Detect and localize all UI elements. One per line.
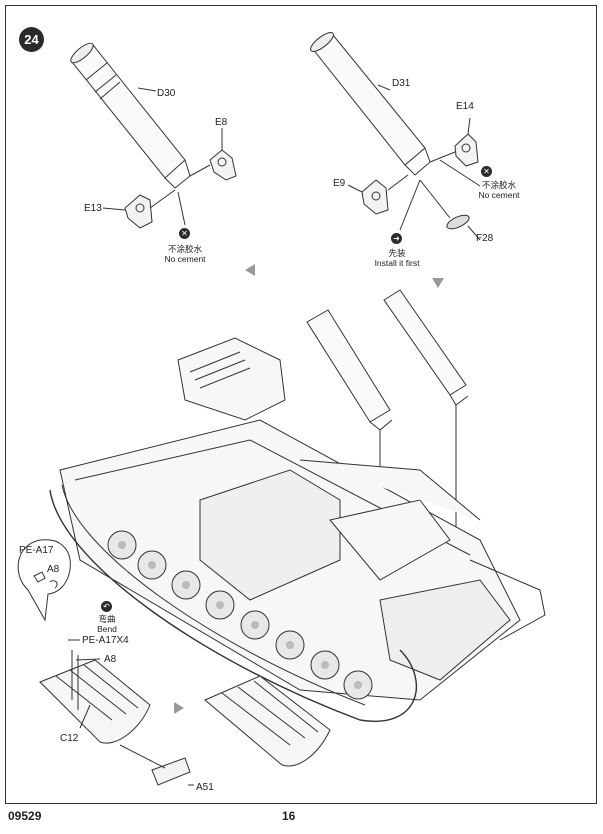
no-cement-en: No cement (478, 190, 520, 200)
tank-hull (59, 337, 521, 701)
label-e8: E8 (215, 117, 228, 128)
tube-d30 (70, 42, 191, 189)
install-first-icon: ➜ (391, 233, 402, 244)
label-e14: E14 (456, 101, 474, 112)
direction-arrow-icon (432, 278, 444, 288)
label-f28: F28 (476, 233, 494, 244)
part-a51 (151, 757, 191, 786)
bend-en: Bend (97, 624, 117, 634)
no-cement-icon: ✕ (179, 228, 190, 239)
part-f28 (446, 214, 470, 230)
tube-d31 (310, 32, 431, 176)
kit-code: 09529 (8, 809, 42, 823)
track (49, 484, 546, 722)
label-e13: E13 (84, 203, 102, 214)
page-number: 16 (282, 809, 296, 823)
bend-cn: 弯曲 (98, 614, 116, 624)
leader-lines-bottom (68, 639, 194, 786)
label-a51: A51 (196, 782, 214, 793)
install-first-en: Install it first (374, 258, 420, 268)
tube-installed-right (383, 289, 469, 406)
bend-icon: ↶ (101, 601, 112, 612)
mudguard-right (204, 675, 331, 767)
install-first-note: 先装 Install it first (368, 248, 426, 268)
no-cement-en: No cement (164, 254, 206, 264)
part-e13 (124, 194, 153, 229)
inset-bubble (17, 539, 71, 622)
label-d31: D31 (392, 78, 411, 89)
tube-installed-left (306, 309, 393, 431)
mudguard-left (39, 650, 151, 744)
label-pe-a17: PE-A17 (19, 545, 54, 556)
no-cement-note-left: 不涂胶水 No cement (160, 244, 210, 264)
step-number: 24 (19, 27, 44, 52)
leader-lines-left (102, 87, 223, 226)
no-cement-icon: ✕ (481, 166, 492, 177)
part-e9 (361, 179, 389, 215)
direction-arrow-icon (245, 264, 255, 276)
part-e8 (209, 149, 237, 181)
label-c12: C12 (60, 733, 79, 744)
page-frame (5, 5, 597, 804)
leader-lines-right (347, 84, 481, 241)
label-a8: A8 (104, 654, 117, 665)
label-a8-inset: A8 (47, 564, 60, 575)
part-e14 (454, 133, 479, 167)
no-cement-cn: 不涂胶水 (481, 180, 516, 190)
direction-arrow-icon (174, 702, 184, 714)
label-e9: E9 (333, 178, 346, 189)
inset-part-a8 (33, 571, 58, 589)
install-first-cn: 先装 (388, 248, 406, 258)
label-pe-a17x4: PE-A17X4 (82, 635, 129, 646)
no-cement-note-right: 不涂胶水 No cement (470, 180, 528, 200)
no-cement-cn: 不涂胶水 (167, 244, 202, 254)
bend-note: 弯曲 Bend (82, 614, 132, 634)
label-d30: D30 (157, 88, 176, 99)
